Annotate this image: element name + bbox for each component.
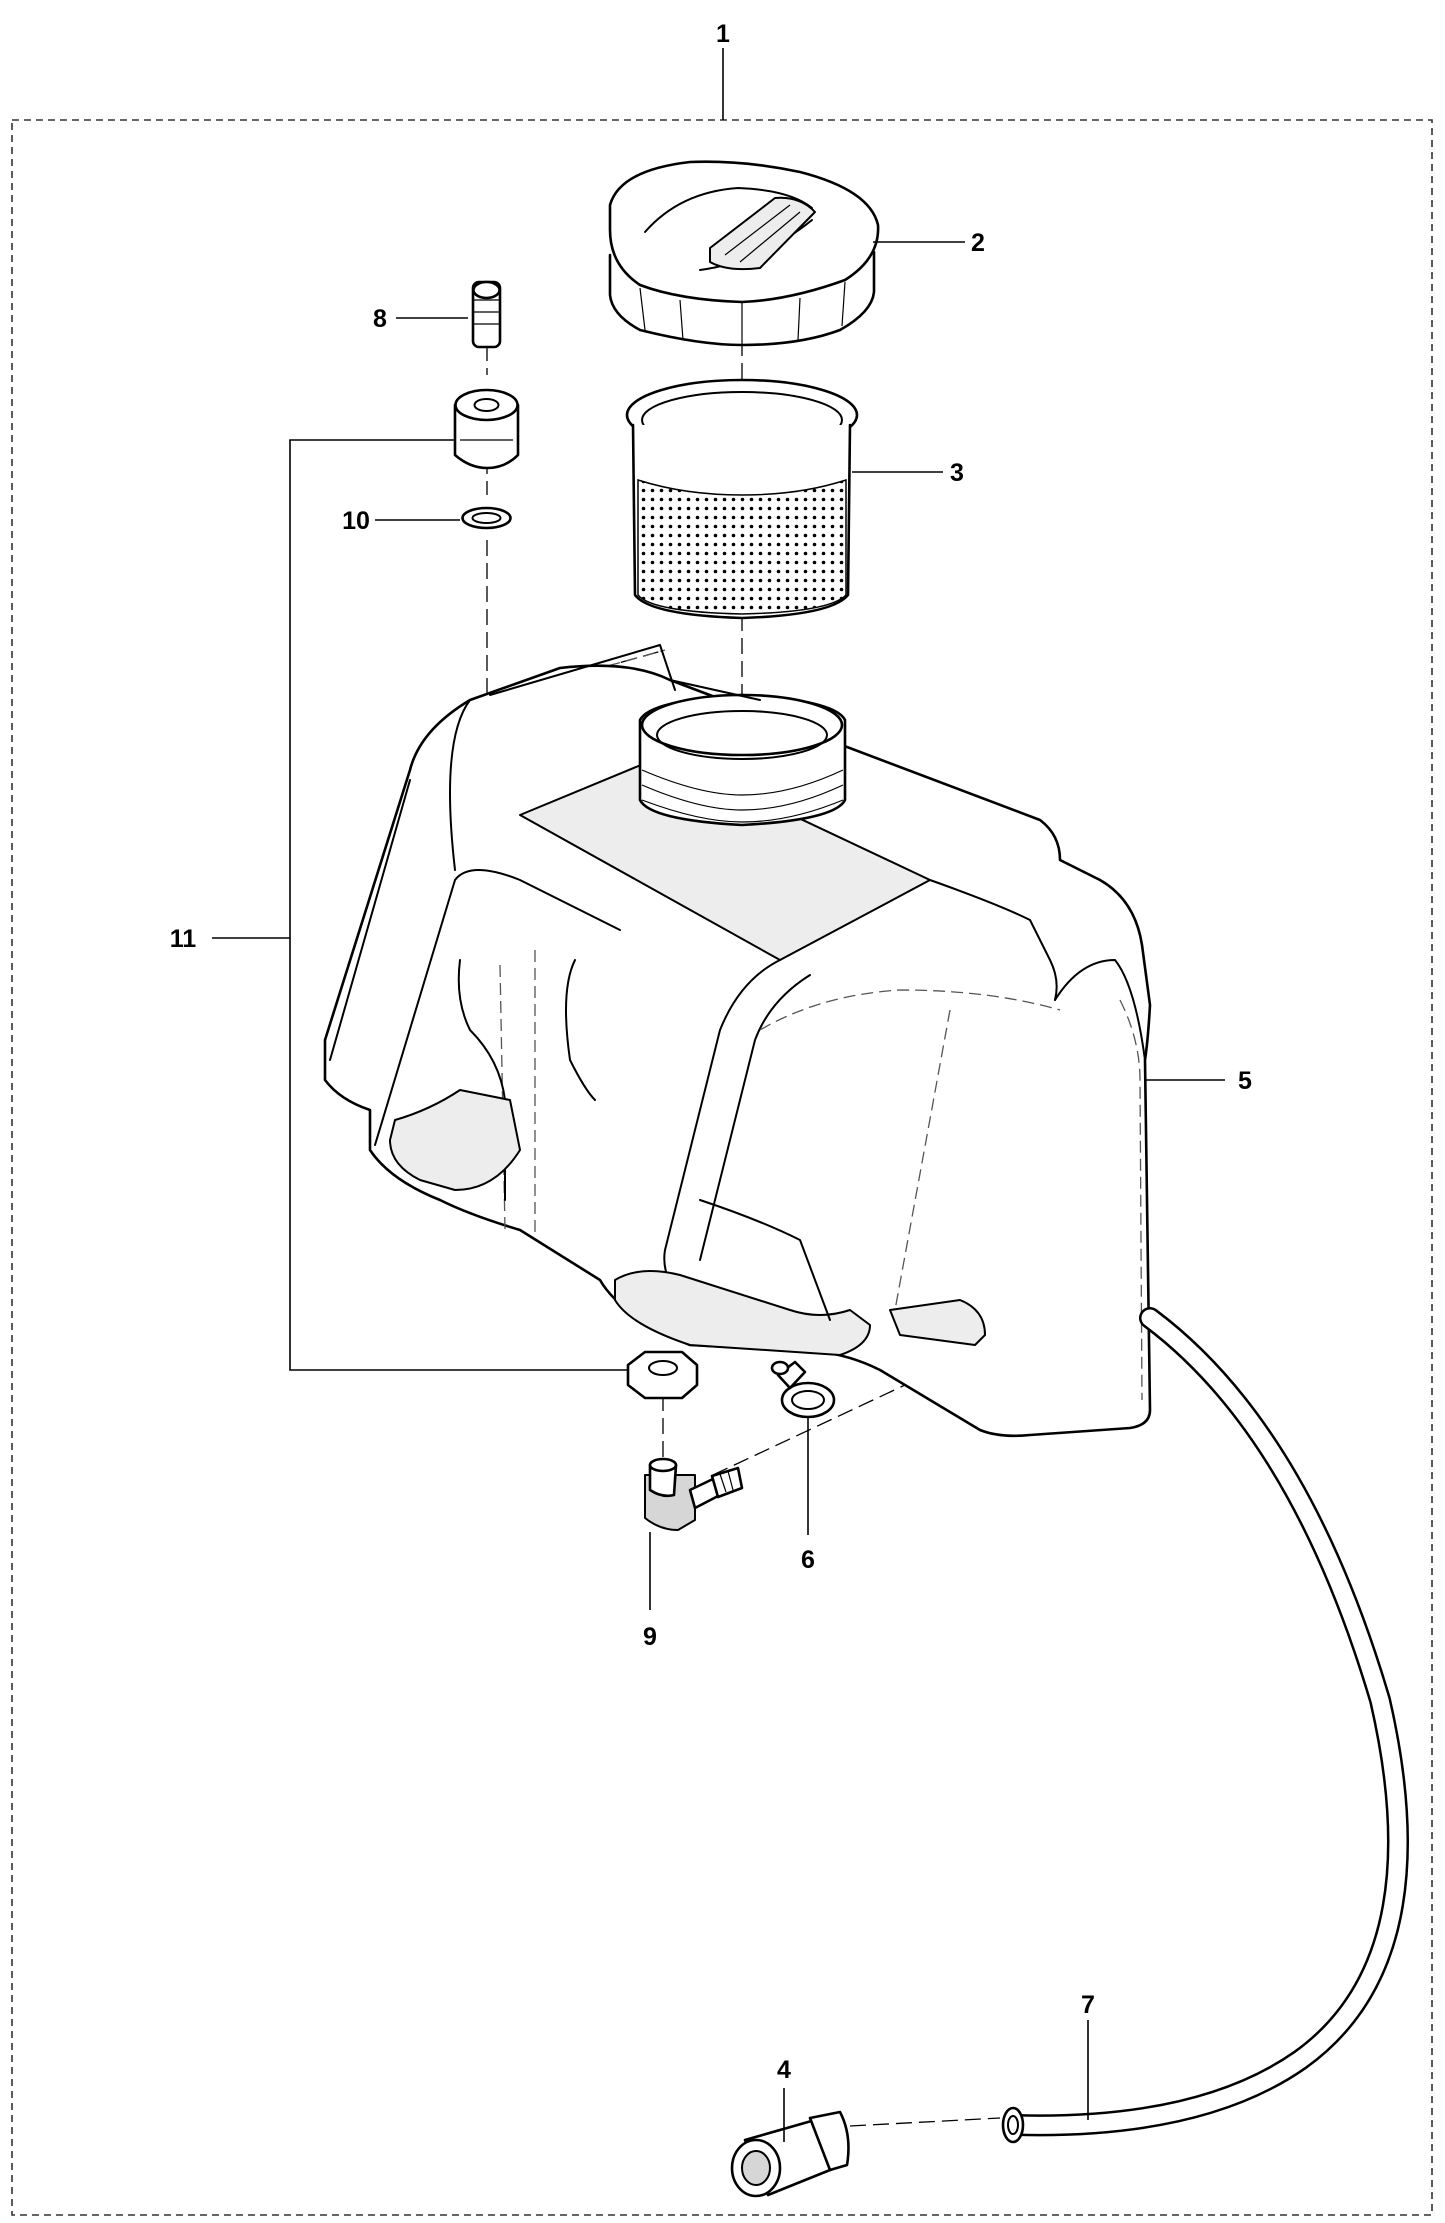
label-part-9: 9 xyxy=(643,1623,657,1651)
label-part-11: 11 xyxy=(170,925,197,953)
label-part-4: 4 xyxy=(777,2056,791,2084)
part-5-tank xyxy=(323,644,1152,1438)
part-7-hose xyxy=(1001,1307,1409,2144)
part-3-strainer xyxy=(625,378,859,620)
label-part-3: 3 xyxy=(950,459,964,487)
part-11-nut xyxy=(626,1350,699,1400)
label-part-7: 7 xyxy=(1081,1991,1095,2019)
part-number-labels: 1 2 3 8 10 11 5 6 9 4 7 xyxy=(170,20,1252,2084)
part-6-hose-clamp xyxy=(770,1360,836,1419)
label-part-10: 10 xyxy=(342,507,370,535)
label-part-5: 5 xyxy=(1238,1067,1252,1095)
label-part-1: 1 xyxy=(716,20,730,48)
label-part-6: 6 xyxy=(801,1546,815,1574)
leader-lines xyxy=(212,241,1225,2142)
part-4-hose-fitting xyxy=(730,2110,850,2198)
label-part-8: 8 xyxy=(373,305,387,333)
part-9-elbow-fitting xyxy=(644,1457,744,1531)
assembly-frame xyxy=(11,48,1433,2216)
part-2-cap xyxy=(608,160,880,347)
part-8-screw xyxy=(471,280,502,349)
label-part-2: 2 xyxy=(971,229,985,257)
part-11-bushing xyxy=(453,388,520,470)
part-10-washer xyxy=(461,506,512,530)
